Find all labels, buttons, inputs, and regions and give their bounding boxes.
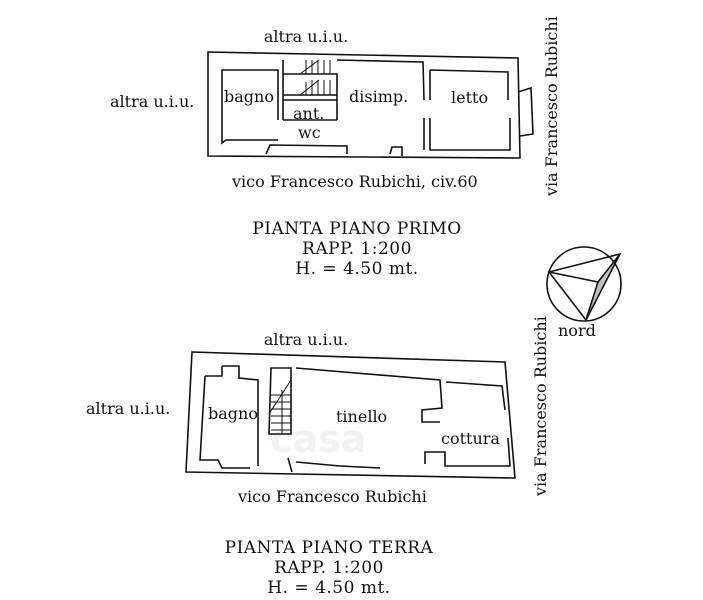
ground-floor-top-label: altra u.i.u. [264, 330, 348, 349]
first-floor-letto-wall [429, 69, 511, 151]
compass-label: nord [558, 321, 596, 340]
ground-floor-stair-walls [268, 367, 292, 435]
watermark: casa [270, 417, 366, 461]
room-bagno: bagno [224, 87, 274, 106]
first-floor-height: H. = 4.50 mt. [295, 259, 418, 279]
first-floor-scale: RAPP. 1:200 [302, 239, 412, 259]
ground-floor-scale: RAPP. 1:200 [274, 558, 384, 578]
first-floor-balcony [517, 86, 534, 137]
ground-floor-title: PIANTA PIANO TERRA [225, 538, 434, 558]
ground-floor-tinello-wall [287, 367, 443, 473]
ground-floor-right-street: via Francesco Rubichi [531, 316, 550, 497]
first-floor-bottom-street: vico Francesco Rubichi, civ.60 [231, 172, 478, 191]
room-wc: wc [298, 123, 321, 142]
first-floor-windows [265, 144, 403, 156]
ground-floor-plan: altra u.i.u. altra u.i.u. bagno tinello … [86, 316, 550, 598]
first-floor-disimp-wall [336, 59, 425, 150]
ground-floor-outer-wall [185, 351, 516, 479]
first-floor-right-street: via Francesco Rubichi [542, 16, 561, 197]
first-floor-top-label: altra u.i.u. [264, 27, 348, 46]
first-floor-title: PIANTA PIANO PRIMO [252, 219, 461, 239]
ground-floor-height: H. = 4.50 mt. [267, 578, 390, 598]
compass-arrow-icon [547, 252, 622, 322]
first-floor-stairs [299, 59, 331, 96]
room-cottura: cottura [441, 429, 500, 448]
ground-floor-stairs [268, 379, 292, 434]
ground-floor-bottom-street: vico Francesco Rubichi [237, 487, 427, 506]
first-floor-bagno-wall [221, 69, 279, 145]
room-letto: letto [451, 88, 488, 107]
first-floor-stair-walls [282, 60, 338, 121]
room-ant: ant. [293, 104, 324, 123]
compass-circle [546, 246, 622, 322]
ground-floor-left-label: altra u.i.u. [86, 399, 170, 418]
first-floor-outer-wall [207, 51, 521, 159]
first-floor-left-label: altra u.i.u. [110, 92, 194, 111]
north-compass: nord [546, 246, 622, 340]
room-tinello: tinello [336, 407, 387, 426]
ground-floor-cottura-wall [424, 381, 511, 467]
room-disimp: disimp. [349, 87, 408, 106]
ground-floor-bagno-wall [199, 365, 259, 469]
first-floor-plan: altra u.i.u. altra u.i.u. bagno ant. wc … [110, 16, 561, 279]
room-bagno-ground: bagno [208, 404, 258, 423]
